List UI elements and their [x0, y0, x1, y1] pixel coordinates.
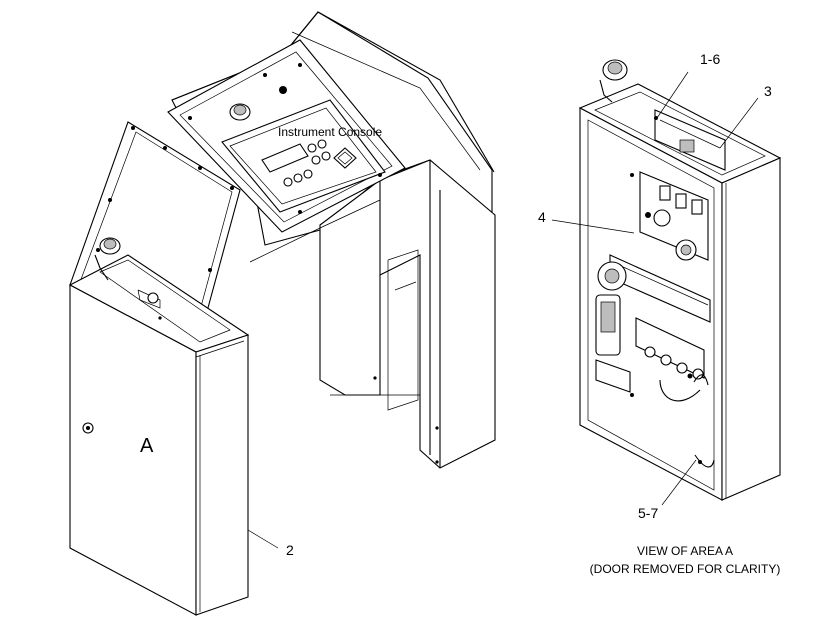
enclosure-a — [68, 237, 250, 616]
callout-5-7: 5-7 — [638, 505, 658, 521]
interior-components — [595, 59, 726, 468]
callout-3: 3 — [764, 83, 772, 99]
callout-4-leader — [551, 219, 635, 234]
callout-4: 4 — [538, 209, 546, 225]
callout-3-leader — [719, 97, 759, 149]
caption-line-1: VIEW OF AREA A — [637, 544, 733, 558]
callout-2: 2 — [286, 542, 294, 558]
generator-canopy-assembly: Instrument Console A 2 — [68, 11, 496, 616]
callout-2-leader — [247, 529, 279, 549]
callout-1-6: 1-6 — [700, 51, 720, 67]
callout-1-6-leader — [656, 71, 689, 119]
area-letter: A — [140, 435, 154, 457]
instrument-console — [167, 39, 406, 233]
console-label: Instrument Console — [278, 125, 382, 139]
detail-view-area-a: 1-6 3 4 5-7 VIEW OF AREA A (DOOR REMOVED… — [538, 51, 782, 576]
caption-line-2: (DOOR REMOVED FOR CLARITY) — [590, 562, 781, 576]
callout-5-7-leader — [661, 459, 697, 506]
